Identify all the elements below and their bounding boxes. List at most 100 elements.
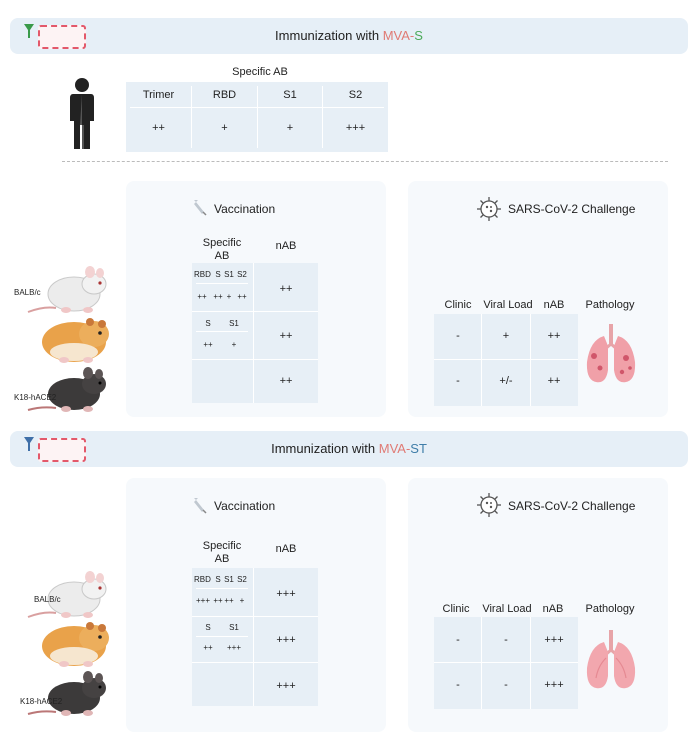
- col-specific-ab: Specific AB: [202, 540, 242, 565]
- human-icon: [70, 78, 94, 149]
- strain-label: K18-hACE2: [14, 393, 57, 402]
- challenge-col-header: Clinic: [444, 299, 472, 311]
- vaccination-title: Vaccination: [214, 499, 276, 513]
- antigen-value: +: [231, 340, 237, 349]
- human-cell-value: ++: [152, 122, 165, 134]
- plasmid-icon: [38, 438, 86, 462]
- antigen-label: S2: [237, 575, 247, 584]
- human-table-title: Specific AB: [232, 66, 288, 78]
- virus-icon: [477, 493, 501, 517]
- human-col-header: Trimer: [142, 89, 175, 101]
- col-nab: nAB: [275, 240, 297, 252]
- virus-icon: [477, 197, 501, 221]
- banner-human: Immunization with MVA-S: [10, 18, 688, 54]
- nab-value: ++: [279, 330, 293, 342]
- challenge-col-header: Pathology: [585, 299, 635, 311]
- challenge-cell: -: [456, 634, 460, 646]
- challenge-cell: +++: [544, 679, 564, 691]
- section-divider: [62, 161, 668, 162]
- syringe-icon: [194, 200, 207, 216]
- plasmid-icon: [38, 25, 86, 49]
- challenge-cell: -: [504, 679, 508, 691]
- syringe-icon: [194, 498, 207, 514]
- banner-title: Immunization with MVA-S: [275, 28, 423, 43]
- white-mouse-icon: [27, 571, 107, 618]
- vaccination-title: Vaccination: [214, 202, 276, 216]
- antigen-label: S1: [224, 575, 234, 584]
- vacc-table-bg: [192, 263, 318, 403]
- challenge-title: SARS-CoV-2 Challenge: [508, 202, 636, 216]
- antigen-value: ++: [237, 292, 247, 301]
- nab-value: ++: [279, 375, 293, 387]
- challenge-cell: -: [504, 634, 508, 646]
- banner-mva-st: Immunization with MVA-ST: [10, 431, 688, 467]
- challenge-table-bg: [434, 314, 578, 406]
- black-mouse-icon: [27, 367, 106, 412]
- challenge-col-header: nAB: [543, 299, 565, 311]
- strain-label: BALB/c: [14, 288, 41, 297]
- challenge-cell: +: [502, 330, 510, 342]
- pin-icon: [24, 24, 34, 38]
- antigen-label: S: [215, 575, 221, 584]
- antigen-label: S: [215, 270, 221, 279]
- black-mouse-icon: [27, 671, 106, 716]
- col-nab: nAB: [275, 543, 297, 555]
- vacc-table-bg: [192, 568, 318, 706]
- human-cell-value: +++: [345, 122, 366, 134]
- antigen-value: ++: [224, 596, 234, 605]
- lungs-healthy-icon: [586, 630, 636, 689]
- col-specific-ab: Specific AB: [202, 237, 242, 262]
- challenge-cell: ++: [547, 375, 561, 387]
- antigen-value: +: [226, 292, 232, 301]
- challenge-col-header: Viral Load: [482, 603, 532, 615]
- antigen-label: RBD: [194, 270, 211, 279]
- antigen-label: S: [205, 319, 211, 328]
- strain-label: K18-hACE2: [20, 697, 63, 706]
- antigen-label: S1: [224, 270, 234, 279]
- antigen-label: S: [205, 623, 211, 632]
- antigen-value: +: [239, 596, 245, 605]
- vacc-grid: [192, 263, 318, 403]
- challenge-cell: -: [456, 330, 460, 342]
- challenge-cell: +++: [544, 634, 564, 646]
- nab-value: ++: [279, 283, 293, 295]
- antigen-value: ++: [203, 643, 213, 652]
- antigen-label: S2: [237, 270, 247, 279]
- challenge-cell: ++: [547, 330, 561, 342]
- challenge-grid: [434, 617, 578, 709]
- pin-icon: [24, 437, 34, 451]
- human-cell-value: +: [221, 122, 228, 134]
- human-cell-value: +: [286, 122, 294, 134]
- challenge-col-header: Clinic: [442, 603, 470, 615]
- human-col-header: S2: [348, 89, 363, 101]
- white-mouse-icon: [27, 266, 107, 313]
- challenge-col-header: nAB: [542, 603, 564, 615]
- antigen-label: S1: [229, 319, 239, 328]
- antigen-value: ++: [203, 340, 213, 349]
- vacc-grid: [192, 568, 318, 706]
- hamster-icon: [42, 622, 109, 667]
- challenge-cell: +/-: [499, 375, 513, 387]
- challenge-title: SARS-CoV-2 Challenge: [508, 499, 636, 513]
- antigen-label: RBD: [194, 575, 211, 584]
- challenge-grid: [434, 314, 578, 406]
- nab-value: +++: [276, 588, 296, 600]
- human-col-header: RBD: [212, 89, 237, 101]
- challenge-table-bg: [434, 617, 578, 709]
- banner-title: Immunization with MVA-ST: [271, 441, 427, 456]
- antigen-value: +++: [226, 643, 241, 652]
- human-col-header: S1: [283, 89, 297, 101]
- strain-label: BALB/c: [34, 595, 61, 604]
- challenge-cell: -: [456, 375, 460, 387]
- hamster-icon: [42, 318, 109, 363]
- antigen-value: +++: [195, 596, 210, 605]
- challenge-col-header: Pathology: [585, 603, 635, 615]
- nab-value: +++: [276, 680, 296, 692]
- lungs-pathology-icon: [586, 324, 636, 383]
- antigen-value: ++: [213, 596, 223, 605]
- human-table: Trimer RBD S1 S2 ++ + + +++: [126, 82, 388, 152]
- antigen-value: ++: [213, 292, 223, 301]
- antigen-label: S1: [229, 623, 239, 632]
- antigen-value: ++: [197, 292, 207, 301]
- challenge-col-header: Viral Load: [483, 299, 533, 311]
